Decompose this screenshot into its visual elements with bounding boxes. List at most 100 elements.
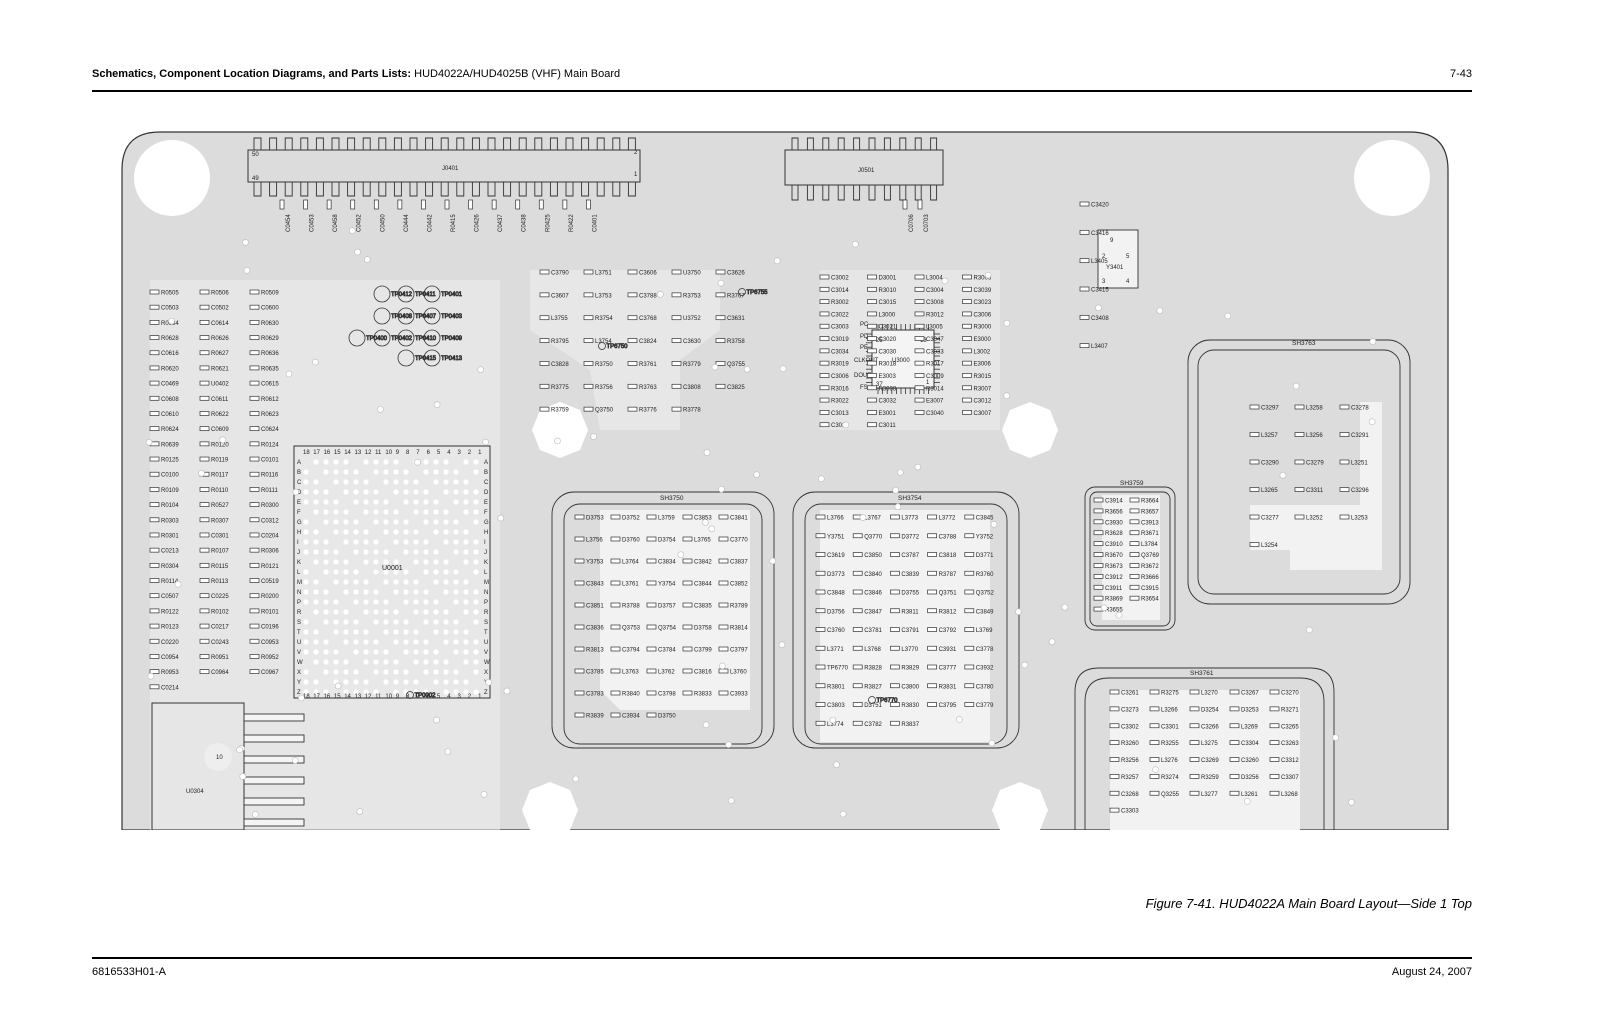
u0001-col-label: 10 xyxy=(385,450,392,456)
component-label: D3757 xyxy=(658,604,676,610)
component-label: C3930 xyxy=(1105,520,1123,526)
connector-pin xyxy=(269,137,278,150)
via xyxy=(859,514,867,521)
component-pad xyxy=(718,668,729,674)
component-pad xyxy=(867,336,877,341)
component-pad xyxy=(646,668,657,674)
u3000-pin-25: 25 xyxy=(876,338,883,344)
connector-pin xyxy=(300,182,309,197)
component-label: C3932 xyxy=(976,666,994,672)
bga-ball xyxy=(423,589,429,595)
test-point-label: TP0408 xyxy=(391,314,413,320)
component-label: C3263 xyxy=(1281,741,1299,747)
component-label: E3000 xyxy=(974,337,992,343)
component-pad xyxy=(574,558,585,564)
component-label: C3790 xyxy=(551,271,569,277)
bga-ball xyxy=(383,459,389,465)
component-label: R0509 xyxy=(261,291,279,297)
component-pad xyxy=(199,654,210,659)
bga-ball xyxy=(393,479,399,485)
u0001-col-label: 8 xyxy=(406,450,410,456)
u3000-pin-13: 13 xyxy=(920,338,927,344)
u0001-row-label: B xyxy=(484,470,488,476)
bga-ball xyxy=(373,489,379,495)
component-label: R0636 xyxy=(261,351,279,357)
component-pad xyxy=(964,608,975,614)
via xyxy=(242,239,249,246)
connector-pin xyxy=(518,182,527,197)
component-label: C0954 xyxy=(161,655,179,661)
via xyxy=(852,240,859,248)
bga-ball xyxy=(413,689,419,695)
bga-ball xyxy=(383,669,389,675)
bga-ball xyxy=(363,539,369,545)
component-label: C3630 xyxy=(683,339,701,345)
bga-ball xyxy=(373,669,379,675)
via xyxy=(168,317,175,325)
component-pad xyxy=(852,608,863,614)
component-label: C3270 xyxy=(1281,691,1299,697)
u0001-row-label: B xyxy=(297,470,301,476)
component-label: R3759 xyxy=(551,408,569,414)
component-pad xyxy=(962,410,972,415)
bga-ball xyxy=(323,469,329,475)
component-pad xyxy=(671,383,682,389)
bga-ball xyxy=(443,459,449,465)
component-pad xyxy=(1079,258,1090,264)
component-pad xyxy=(890,533,900,539)
u0001-col-label: 2 xyxy=(468,450,472,456)
component-pad xyxy=(890,683,900,689)
via xyxy=(1003,319,1011,327)
test-point-label: TP0401 xyxy=(441,292,463,298)
bga-ball xyxy=(423,609,429,615)
component-label: C3835 xyxy=(694,604,712,610)
component-label: C3781 xyxy=(864,628,882,634)
component-label: R3758 xyxy=(727,339,745,345)
bga-ball xyxy=(323,689,329,695)
bga-ball xyxy=(313,549,319,555)
u0001-row-label: I xyxy=(297,540,299,546)
component-label: R3006 xyxy=(974,276,992,282)
via xyxy=(984,271,992,279)
via xyxy=(1369,338,1377,345)
bga-ball xyxy=(433,499,439,505)
component-pad xyxy=(819,410,830,415)
component-pad xyxy=(574,580,585,586)
bga-ball xyxy=(443,619,449,625)
component-label: R0620 xyxy=(161,366,179,372)
component-label: E3007 xyxy=(926,399,944,405)
component-pad xyxy=(852,702,863,707)
bga-ball xyxy=(433,479,439,485)
bga-ball xyxy=(303,579,309,585)
component-label: C0610 xyxy=(161,412,179,418)
component-label: R3664 xyxy=(1141,499,1159,505)
bga-ball xyxy=(443,529,449,535)
bga-ball xyxy=(433,599,439,605)
bga-ball xyxy=(323,569,329,575)
component-pad xyxy=(671,292,682,298)
bga-ball xyxy=(403,669,409,675)
component-pad xyxy=(819,323,830,329)
test-point-label: TP0415 xyxy=(415,356,437,362)
u0001-col-label: 13 xyxy=(355,450,362,456)
component-label: L3266 xyxy=(1161,707,1178,713)
component-label: R0527 xyxy=(211,503,229,509)
u0001-row-label: M xyxy=(297,580,302,586)
bga-ball xyxy=(323,609,329,615)
component-label: C3607 xyxy=(551,293,569,299)
bga-ball xyxy=(453,489,459,495)
component-label: R0122 xyxy=(161,609,179,615)
component-pad xyxy=(1149,706,1160,712)
component-label: C3626 xyxy=(727,271,745,277)
component-pad xyxy=(867,373,877,378)
u0001-col-label: 5 xyxy=(437,450,441,456)
component-pad xyxy=(1109,807,1120,813)
component-label: R3012 xyxy=(926,312,944,318)
component-label: L3753 xyxy=(595,293,612,299)
component-label: C0426 xyxy=(475,214,481,232)
via xyxy=(778,641,786,648)
component-label: C3914 xyxy=(1105,499,1123,505)
component-pad xyxy=(646,646,657,652)
bga-ball xyxy=(473,619,479,625)
